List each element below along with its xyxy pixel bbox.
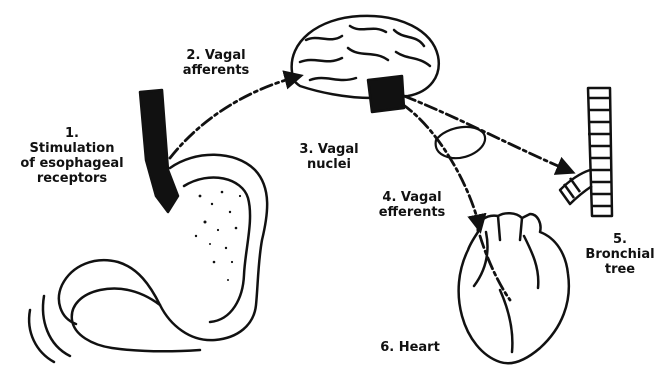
label-bronchial-line: 5. <box>576 232 664 247</box>
label-heart-line: 6. Heart <box>368 340 452 355</box>
heart-drawing <box>459 213 569 363</box>
label-vagal-efferents-line: 4. Vagal <box>362 190 462 205</box>
esophagus <box>140 90 178 212</box>
label-vagal-nuclei: 3. Vagal nuclei <box>282 142 376 172</box>
efferent-loop <box>436 127 485 158</box>
label-bronchial-line: Bronchial <box>576 247 664 262</box>
label-bronchial-line: tree <box>576 262 664 277</box>
label-esophageal-line: receptors <box>14 171 130 186</box>
label-esophageal-line: of esophageal <box>14 156 130 171</box>
label-esophageal-line: Stimulation <box>14 141 130 156</box>
label-vagal-nuclei-line: nuclei <box>282 157 376 172</box>
label-vagal-nuclei-line: 3. Vagal <box>282 142 376 157</box>
label-vagal-afferents-line: 2. Vagal <box>164 48 268 63</box>
label-heart: 6. Heart <box>368 340 452 355</box>
label-vagal-afferents-line: afferents <box>164 63 268 78</box>
brain-drawing <box>292 16 439 112</box>
label-vagal-efferents: 4. Vagal efferents <box>362 190 462 220</box>
label-vagal-efferents-line: efferents <box>362 205 462 220</box>
label-vagal-afferents: 2. Vagal afferents <box>164 48 268 78</box>
label-bronchial-tree: 5. Bronchial tree <box>576 232 664 277</box>
efferent-to-bronchi <box>404 96 572 172</box>
label-esophageal-receptors: 1. Stimulation of esophageal receptors <box>14 126 130 186</box>
vagal-nuclei-block <box>368 76 404 112</box>
bronchial-tree-drawing <box>560 88 612 216</box>
afferent-pathway <box>170 76 300 158</box>
label-esophageal-line: 1. <box>14 126 130 141</box>
